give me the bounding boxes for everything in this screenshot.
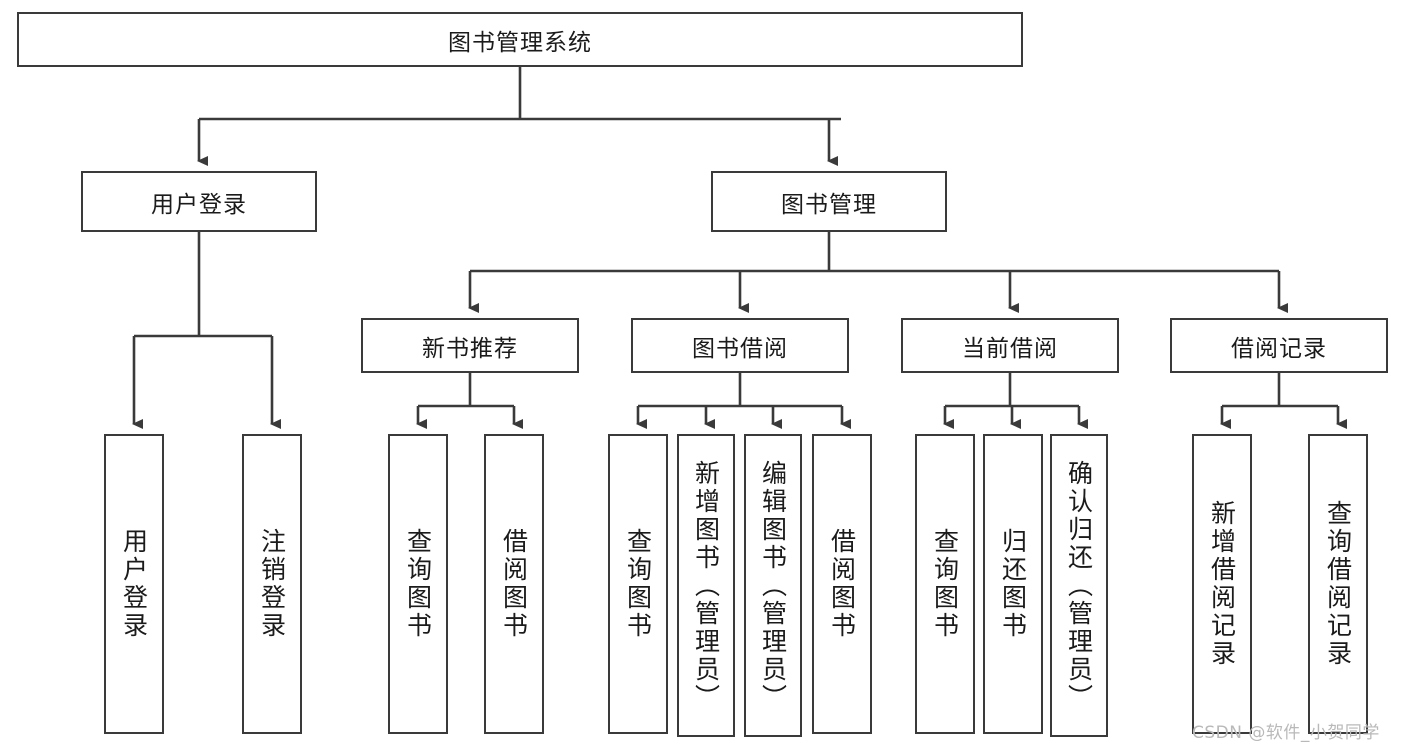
node-borrow-record[interactable]: 借阅记录 <box>1170 318 1388 373</box>
leaf-return-book-label: 归还图书 <box>998 528 1028 640</box>
leaf-query-book-1[interactable]: 查询图书 <box>388 434 448 734</box>
node-new-book-recommend-label: 新书推荐 <box>422 335 518 362</box>
leaf-add-book[interactable]: 新增图书（管理员） <box>677 434 735 737</box>
node-root-label: 图书管理系统 <box>448 29 592 56</box>
leaf-logout[interactable]: 注销登录 <box>242 434 302 734</box>
node-book-borrow[interactable]: 图书借阅 <box>631 318 849 373</box>
leaf-borrow-book-2-label: 借阅图书 <box>827 528 857 640</box>
leaf-query-book-2-label: 查询图书 <box>623 528 653 640</box>
leaf-add-record-label: 新增借阅记录 <box>1207 500 1237 668</box>
node-book-management-label: 图书管理 <box>781 191 877 218</box>
leaf-confirm-return[interactable]: 确认归还（管理员） <box>1050 434 1108 737</box>
leaf-edit-book[interactable]: 编辑图书（管理员） <box>744 434 802 737</box>
leaf-user-login-label: 用户登录 <box>119 528 149 640</box>
leaf-query-book-1-label: 查询图书 <box>403 528 433 640</box>
node-book-management[interactable]: 图书管理 <box>711 171 947 232</box>
node-book-borrow-label: 图书借阅 <box>692 335 788 362</box>
leaf-borrow-book-1-label: 借阅图书 <box>499 528 529 640</box>
leaf-query-record-label: 查询借阅记录 <box>1323 500 1353 668</box>
leaf-query-book-2[interactable]: 查询图书 <box>608 434 668 734</box>
leaf-add-book-label: 新增图书（管理员） <box>691 459 721 712</box>
leaf-query-record[interactable]: 查询借阅记录 <box>1308 434 1368 734</box>
node-new-book-recommend[interactable]: 新书推荐 <box>361 318 579 373</box>
leaf-confirm-return-label: 确认归还（管理员） <box>1064 459 1094 712</box>
node-borrow-record-label: 借阅记录 <box>1231 335 1327 362</box>
leaf-borrow-book-2[interactable]: 借阅图书 <box>812 434 872 734</box>
leaf-query-book-3[interactable]: 查询图书 <box>915 434 975 734</box>
leaf-logout-label: 注销登录 <box>257 528 287 640</box>
csdn-watermark: CSDN @软件_小贺同学 <box>1192 723 1380 743</box>
node-user-login-label: 用户登录 <box>151 191 247 218</box>
leaf-user-login[interactable]: 用户登录 <box>104 434 164 734</box>
leaf-add-record[interactable]: 新增借阅记录 <box>1192 434 1252 734</box>
node-user-login[interactable]: 用户登录 <box>81 171 317 232</box>
leaf-borrow-book-1[interactable]: 借阅图书 <box>484 434 544 734</box>
node-current-borrow[interactable]: 当前借阅 <box>901 318 1119 373</box>
node-current-borrow-label: 当前借阅 <box>962 335 1058 362</box>
node-root[interactable]: 图书管理系统 <box>17 12 1023 67</box>
leaf-return-book[interactable]: 归还图书 <box>983 434 1043 734</box>
leaf-edit-book-label: 编辑图书（管理员） <box>758 459 788 712</box>
leaf-query-book-3-label: 查询图书 <box>930 528 960 640</box>
